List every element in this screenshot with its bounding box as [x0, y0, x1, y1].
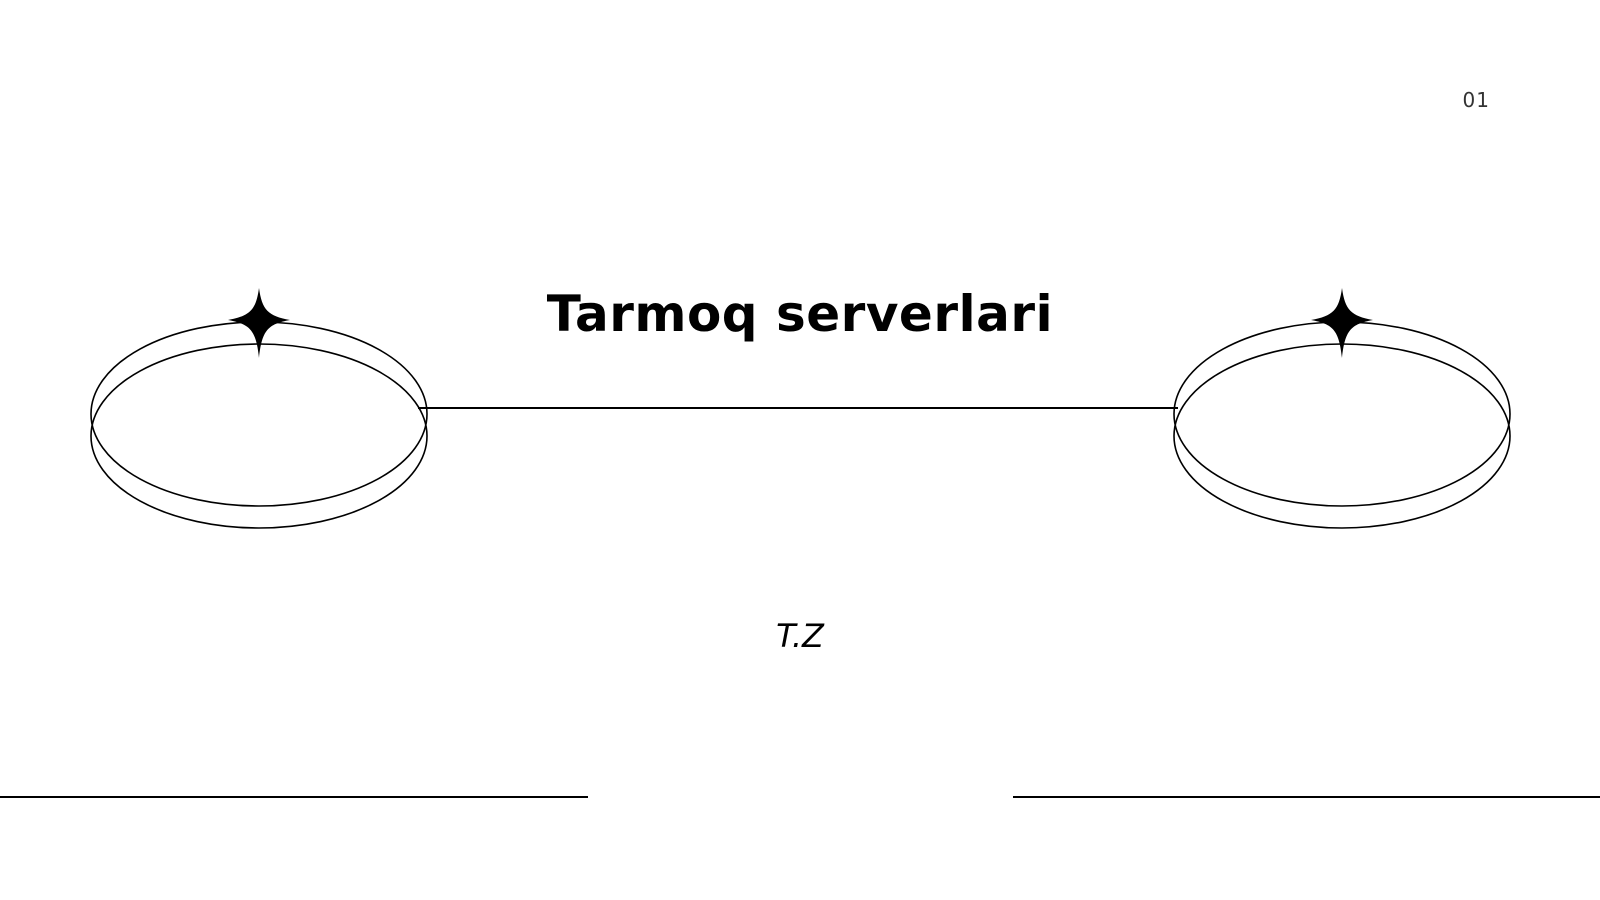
left-sparkle-star-icon	[228, 288, 290, 358]
right-sparkle-star-icon	[1311, 288, 1373, 358]
page-number: 01	[1462, 88, 1490, 112]
slide-title: Tarmoq serverlari	[546, 285, 1054, 343]
slide-subtitle: T.Z	[776, 617, 824, 655]
